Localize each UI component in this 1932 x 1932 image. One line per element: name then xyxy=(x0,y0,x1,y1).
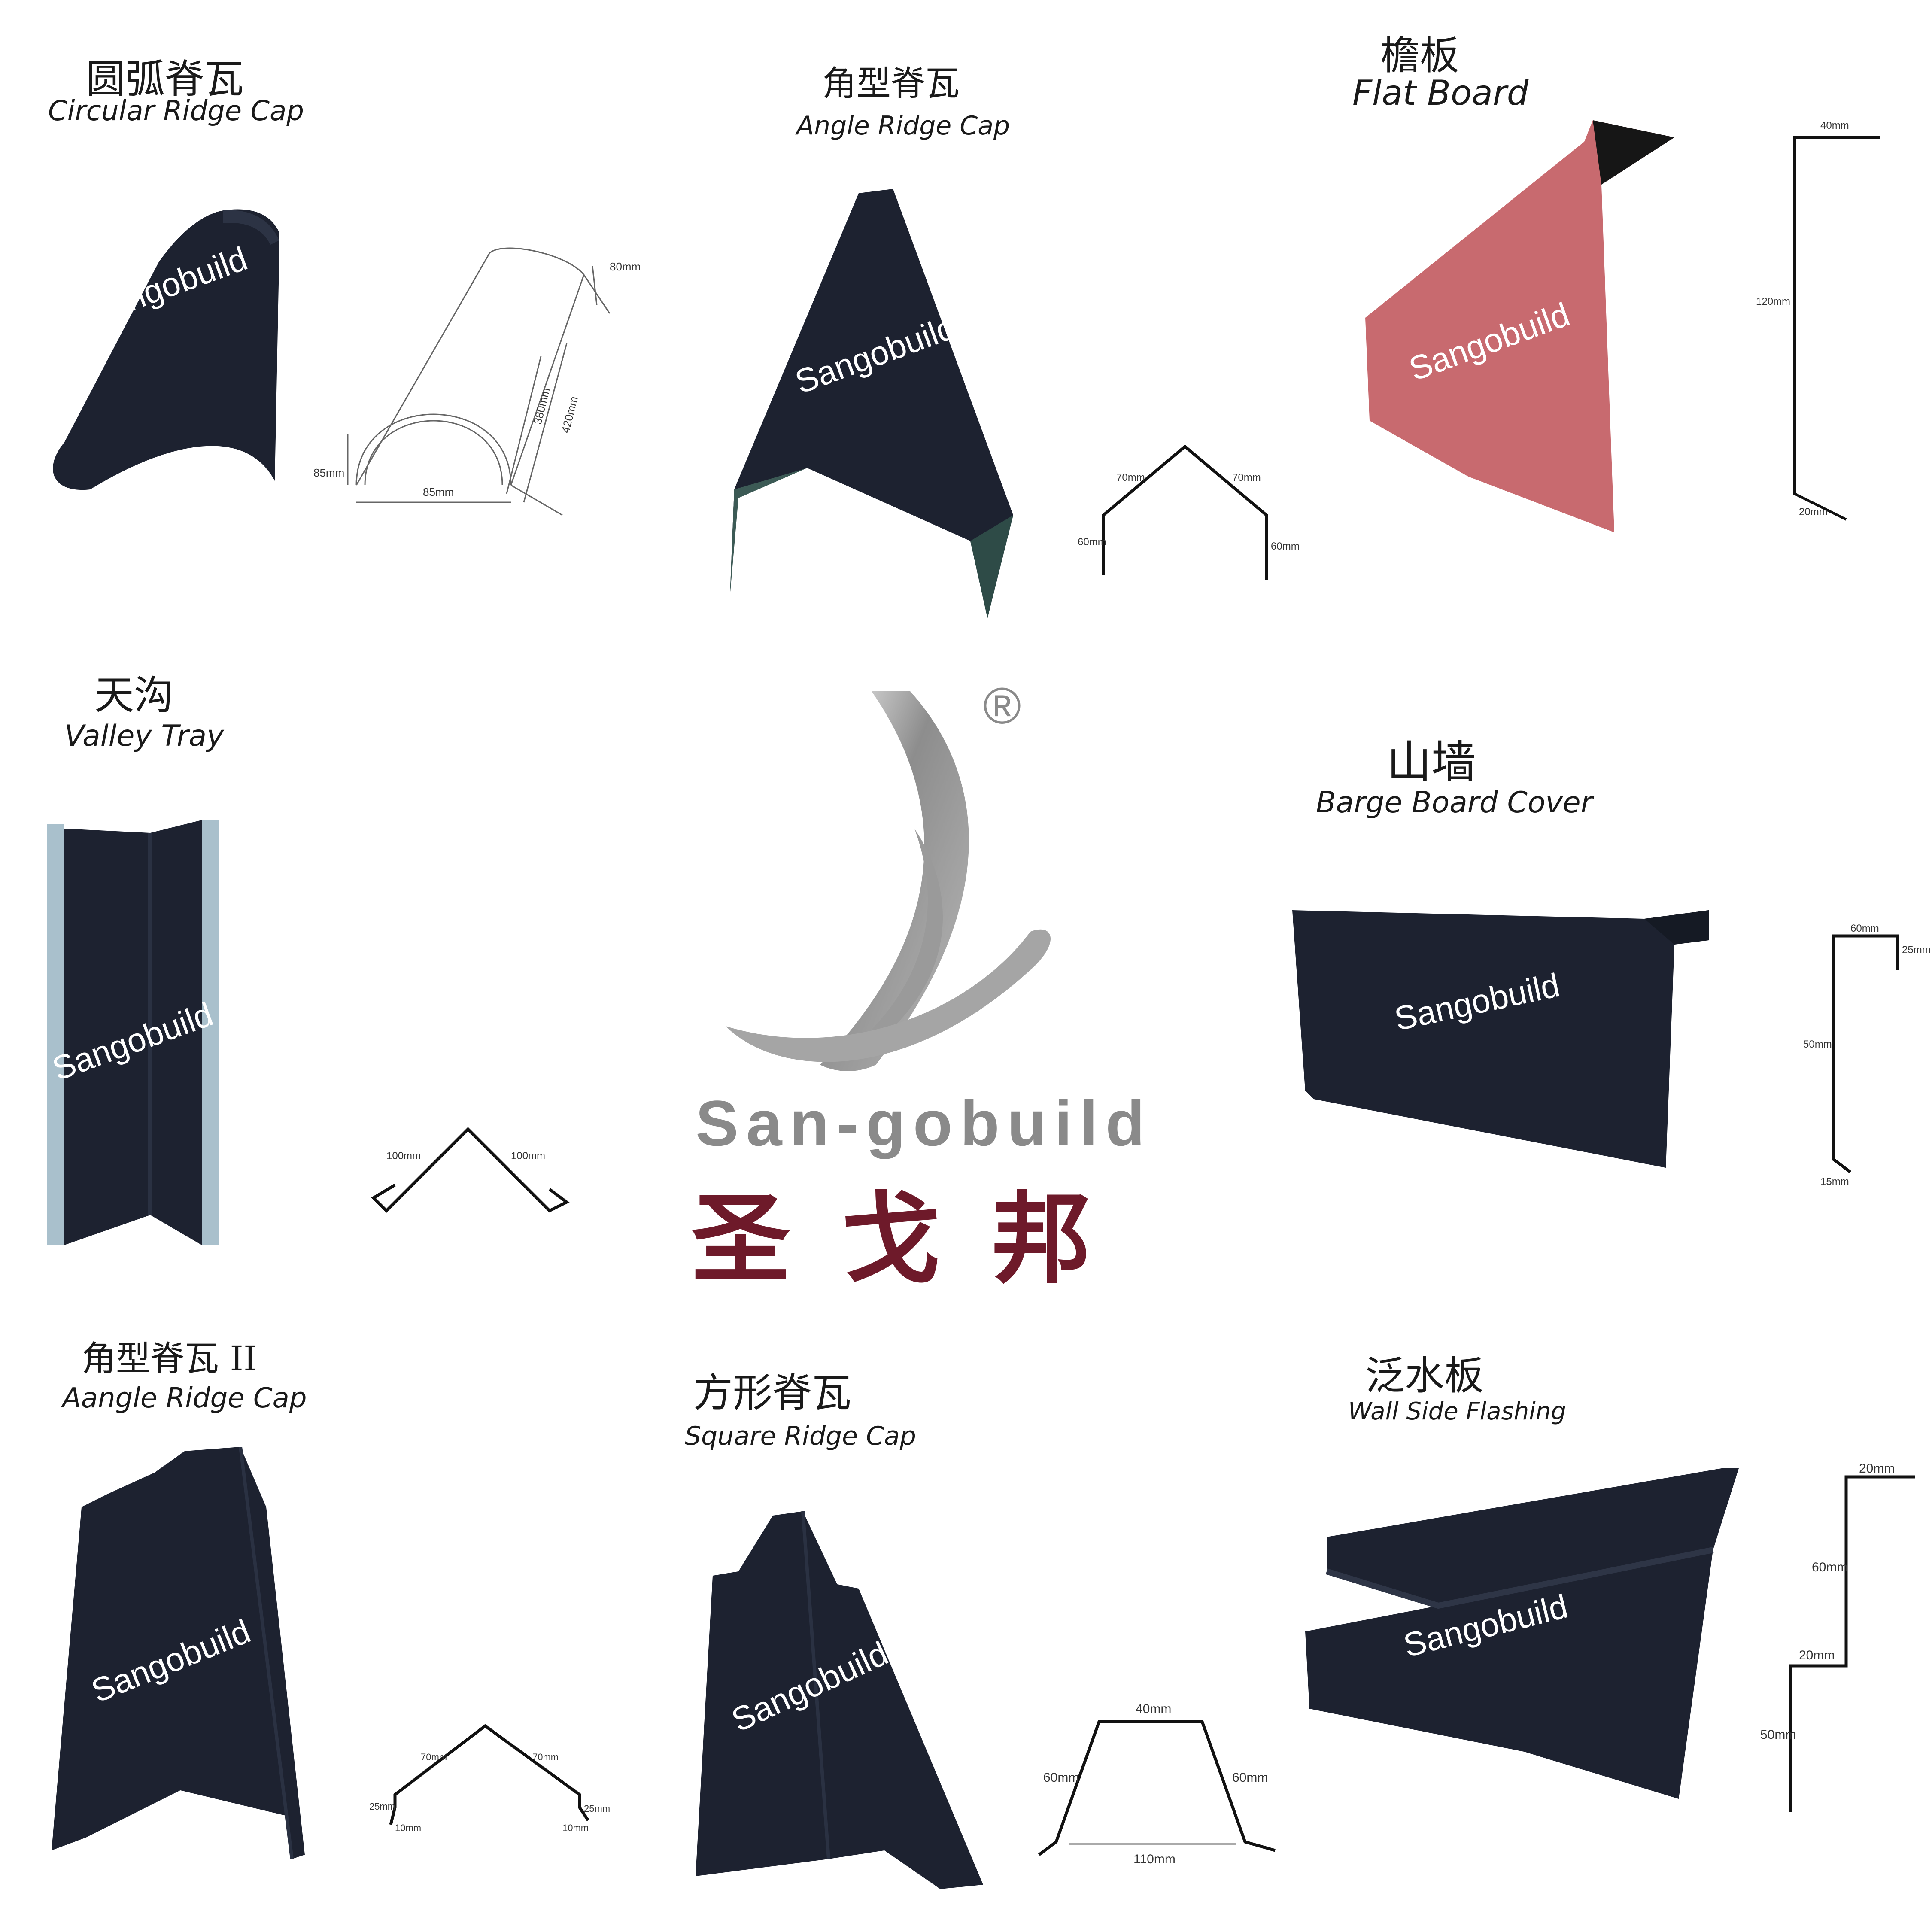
angle2-dim-70-right: 70mm xyxy=(532,1752,559,1762)
circular-ridge-cap-drawing: 85mm 85mm 80mm 380mm 420mm xyxy=(313,247,641,516)
angle-ridge-cap-title-en: Angle Ridge Cap xyxy=(796,111,1010,141)
angle-ridge-cap-2-title-en: Aangle Ridge Cap xyxy=(62,1382,307,1414)
circular-dim-85-w: 85mm xyxy=(423,486,454,498)
angle-dim-60-right: 60mm xyxy=(1271,541,1300,552)
angle2-dim-25-right: 25mm xyxy=(584,1803,610,1814)
circular-ridge-cap-title-en: Circular Ridge Cap xyxy=(48,95,304,127)
barge-board-drawing: 60mm 25mm 50mm 15mm xyxy=(1803,923,1931,1188)
angle-dim-60-left: 60mm xyxy=(1078,536,1106,548)
circular-ridge-cap-photo xyxy=(53,209,279,490)
flat-board-title-en: Flat Board xyxy=(1352,73,1529,113)
angle-ridge-cap-2-photo xyxy=(52,1447,305,1859)
flat-dim-40: 40mm xyxy=(1820,120,1849,131)
wall-dim-20-mid: 20mm xyxy=(1799,1648,1835,1662)
flat-board-title-zh: 檐板 xyxy=(1380,33,1460,79)
angle-ridge-cap-2-drawing: 70mm 70mm 25mm 25mm 10mm 10mm xyxy=(369,1724,610,1833)
angle2-dim-25-left: 25mm xyxy=(369,1801,395,1812)
square-dim-110: 110mm xyxy=(1133,1852,1176,1866)
barge-board-photo xyxy=(1292,910,1709,1168)
circular-ridge-cap-title-zh: 圆弧脊瓦 xyxy=(86,56,244,102)
valley-tray-photo xyxy=(47,820,219,1245)
valley-dim-100-left: 100mm xyxy=(386,1150,421,1162)
angle-ridge-cap-2-title-zh: 角型脊瓦 II xyxy=(82,1339,257,1379)
circular-dim-420: 420mm xyxy=(559,395,580,434)
flat-board-photo xyxy=(1365,120,1674,532)
brand-logo-mark xyxy=(726,691,1051,1071)
flat-board-drawing: 40mm 120mm 20mm xyxy=(1756,120,1880,521)
angle-ridge-cap-photo xyxy=(730,189,1013,618)
angle-ridge-cap-title-zh: 角型脊瓦 xyxy=(822,64,960,103)
flat-dim-120: 120mm xyxy=(1756,296,1790,307)
valley-dim-100-right: 100mm xyxy=(511,1150,545,1162)
circular-dim-85-h: 85mm xyxy=(313,466,344,479)
angle2-dim-10-right: 10mm xyxy=(562,1823,589,1833)
barge-dim-15: 15mm xyxy=(1820,1176,1849,1188)
angle-dim-70-left: 70mm xyxy=(1116,472,1145,483)
angle-dim-70-right: 70mm xyxy=(1232,472,1261,483)
valley-tray-drawing: 100mm 100mm xyxy=(371,1127,570,1213)
barge-dim-50: 50mm xyxy=(1803,1039,1832,1050)
valley-tray-title-en: Valley Tray xyxy=(64,719,224,753)
square-ridge-cap-title-en: Square Ridge Cap xyxy=(685,1421,916,1451)
angle2-dim-70-left: 70mm xyxy=(421,1752,447,1762)
square-dim-40: 40mm xyxy=(1136,1702,1171,1716)
valley-tray-title-zh: 天沟 xyxy=(94,672,174,718)
square-ridge-cap-photo xyxy=(696,1511,983,1889)
angle2-dim-10-left: 10mm xyxy=(395,1823,421,1833)
brand-name-zh: 圣 戈 邦 xyxy=(691,1182,1100,1297)
square-ridge-cap-drawing: 40mm 60mm 60mm 110mm xyxy=(1038,1702,1276,1866)
square-dim-60-left: 60mm xyxy=(1043,1771,1079,1785)
registered-mark: ® xyxy=(983,677,1021,735)
barge-board-title-en: Barge Board Cover xyxy=(1316,786,1593,820)
angle-ridge-cap-drawing: 70mm 70mm 60mm 60mm xyxy=(1078,444,1300,580)
wall-flashing-title-en: Wall Side Flashing xyxy=(1348,1397,1566,1425)
barge-dim-60: 60mm xyxy=(1850,923,1879,934)
square-ridge-cap-title-zh: 方形脊瓦 xyxy=(693,1370,852,1416)
wall-flashing-title-zh: 泛水板 xyxy=(1365,1353,1484,1399)
flat-dim-20: 20mm xyxy=(1799,506,1828,518)
square-dim-60-right: 60mm xyxy=(1232,1771,1268,1785)
wall-dim-50: 50mm xyxy=(1760,1728,1796,1742)
brand-name-en: San-gobuild xyxy=(696,1087,1153,1159)
wall-dim-20-top: 20mm xyxy=(1859,1461,1895,1476)
barge-board-title-zh: 山墙 xyxy=(1387,736,1476,788)
wall-flashing-drawing: 20mm 60mm 20mm 50mm xyxy=(1760,1461,1915,1812)
wall-dim-60: 60mm xyxy=(1812,1560,1847,1574)
wall-flashing-photo xyxy=(1305,1468,1739,1799)
circular-dim-80: 80mm xyxy=(610,260,641,273)
barge-dim-25: 25mm xyxy=(1902,944,1931,956)
